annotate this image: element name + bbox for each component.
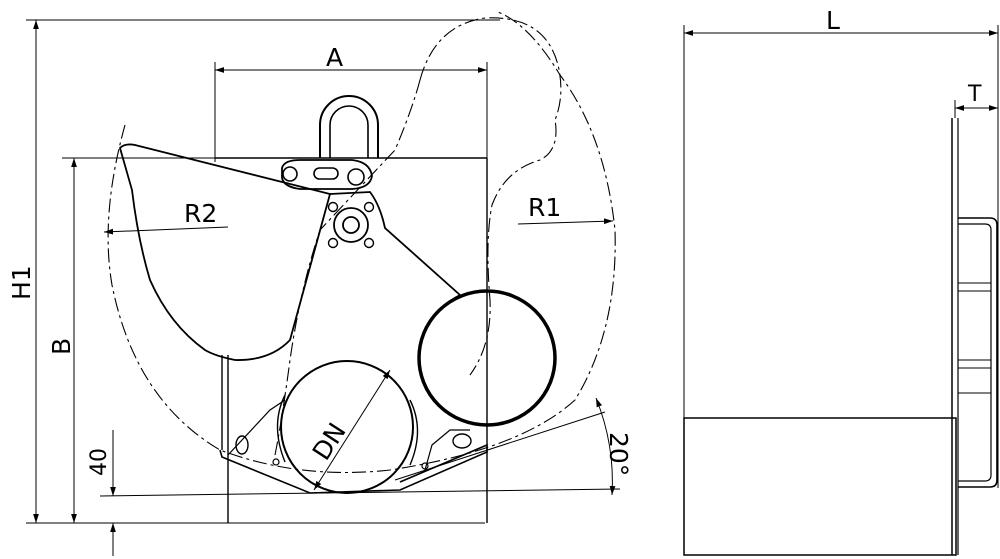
cradle-right-hole [452, 433, 472, 449]
side-drum-body [683, 417, 957, 556]
label-h1: H1 [7, 265, 36, 300]
r1-dimension-leader [517, 218, 614, 225]
cradle-pin-1 [272, 458, 280, 466]
lug-slot [313, 167, 339, 180]
front-view [26, 11, 621, 556]
side-flange [958, 217, 998, 488]
lower-drum-band [276, 394, 286, 463]
cradle-left-bracket [227, 399, 286, 456]
cradle-pin-2 [421, 462, 429, 470]
lower-drum-band-right [409, 399, 419, 466]
cradle-plate [219, 443, 488, 494]
lug-right-bolt [347, 168, 365, 186]
side-flange-inner [958, 223, 992, 482]
label-t: T [967, 82, 982, 107]
lug-left-bolt [282, 166, 298, 182]
lifting-shackle [319, 95, 379, 158]
dn-dimension-line [313, 369, 391, 491]
cradle-left-hole [235, 435, 249, 455]
label-a: A [326, 43, 343, 72]
angle-arc [595, 397, 616, 496]
label-r2: R2 [184, 199, 217, 228]
alt-jaw-position-lower [274, 79, 421, 456]
label-b: B [47, 338, 76, 355]
label-dn: DN [307, 418, 352, 466]
hub-bolt-4 [363, 237, 375, 249]
hub-outer [333, 207, 369, 243]
hub-bolt-3 [327, 237, 339, 249]
upper-drum [417, 289, 557, 427]
alt-jaw-position [419, 17, 562, 376]
hub-inner [342, 216, 360, 234]
label-angle: 20° [604, 432, 633, 476]
label-r1: R1 [528, 193, 561, 222]
label-l: L [826, 6, 840, 35]
lug-plate [281, 159, 373, 190]
label-forty: 40 [87, 448, 112, 476]
lower-drum [280, 360, 414, 494]
angle-reference-line [394, 411, 606, 481]
side-view [683, 25, 999, 556]
cradle-right-bracket [424, 429, 470, 471]
hub-bolt-1 [327, 201, 339, 213]
r2-dimension-leader [103, 226, 229, 235]
lifting-shackle-inner [329, 105, 369, 158]
hub-bolt-2 [363, 201, 375, 213]
grab-arm-left [118, 143, 332, 361]
